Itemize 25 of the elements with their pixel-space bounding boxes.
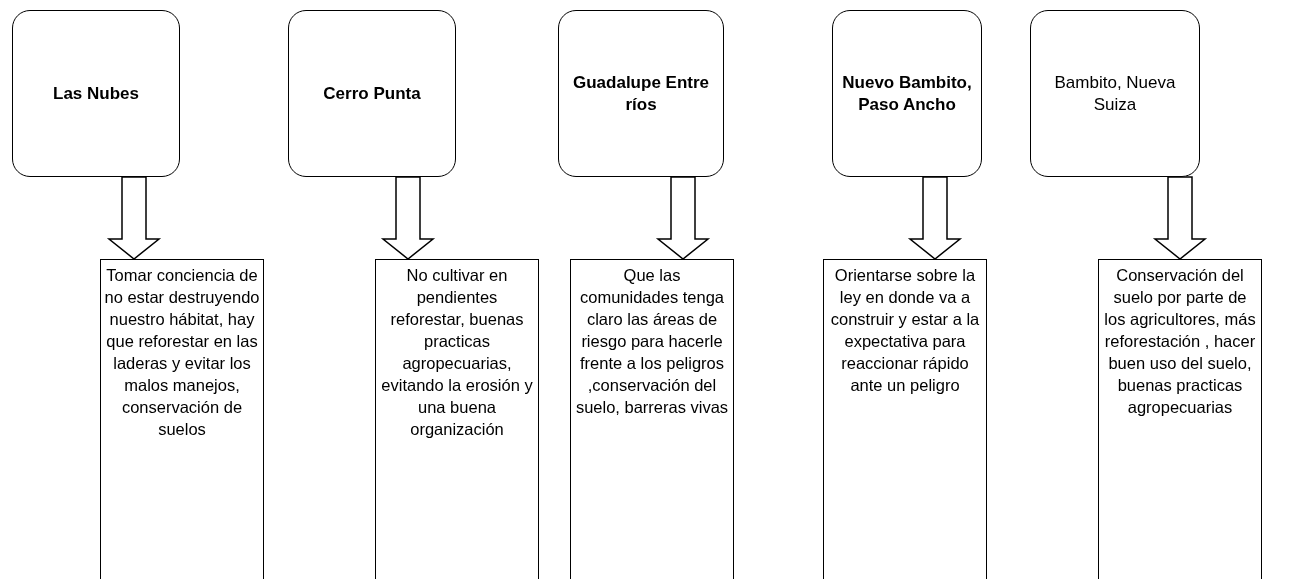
recommendation-text: Conservación del suelo por parte de los agricultores, más reforestación , hacer buen uso del suelo, buenas practicas agropecuarias [1103,265,1257,418]
text-box [570,259,734,579]
location-box [12,10,180,177]
text-box [1098,259,1262,579]
location-box [558,10,724,177]
location-name: Cerro Punta [322,82,422,105]
recommendation-text: No cultivar en pendientes reforestar, buenas practicas agropecuarias, evitando la erosión y una buena organización [380,265,534,440]
location-name: Nuevo Bambito, Paso Ancho [841,71,973,116]
location-box [832,10,982,177]
block-arrow [907,176,963,260]
recommendation-text: Que las comunidades tenga claro las áreas de riesgo para hacerle frente a los peligros ,conservación del suelo, barreras vivas [574,265,730,418]
location-name: Guadalupe Entre ríos [572,71,710,116]
location-name: Las Nubes [52,82,140,105]
location-name: Bambito, Nueva Suiza [1053,71,1177,116]
block-arrow [1152,176,1208,260]
block-arrow [106,176,162,260]
location-box [1030,10,1200,177]
block-arrow [380,176,436,260]
text-box [375,259,539,579]
text-box [100,259,264,579]
text-box [823,259,987,579]
location-box [288,10,456,177]
recommendation-text: Tomar conciencia de no estar destruyendo nuestro hábitat, hay que reforestar en las laderas y evitar los malos manejos, conservación de suelos [104,265,260,440]
block-arrow [655,176,711,260]
recommendation-text: Orientarse sobre la ley en donde va a construir y estar a la expectativa para reaccionar rápido ante un peligro [829,265,981,396]
